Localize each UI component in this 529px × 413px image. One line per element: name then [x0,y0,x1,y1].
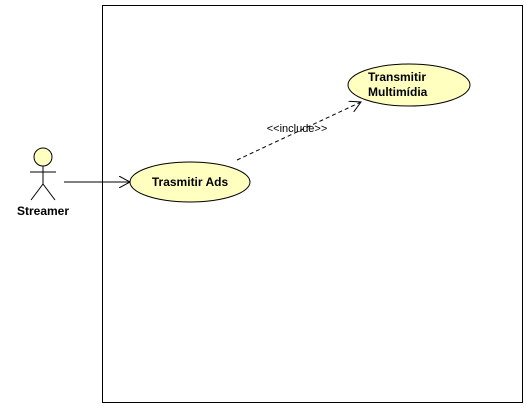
actor-right-leg [42,183,56,201]
actor-left-leg [30,183,44,201]
system-boundary [102,5,523,403]
use-case-label-line-1: Transmitir [368,70,426,84]
use-case-ellipse [129,161,251,203]
actor-head [33,147,53,167]
use-case-ellipse [347,63,471,107]
use-case-label-line-2: Multimídia [368,85,428,99]
actor-streamer[interactable]: Streamer [17,147,69,218]
use-case-trasmitir-ads[interactable]: Trasmitir Ads [129,161,251,203]
include-label: <<include>> [267,123,328,135]
include-relation [236,102,361,161]
actor-name: Streamer [17,204,69,218]
use-case-transmitir-multimidia[interactable]: Transmitir Multimídia [347,63,471,107]
use-case-label: Trasmitir Ads [152,175,229,189]
